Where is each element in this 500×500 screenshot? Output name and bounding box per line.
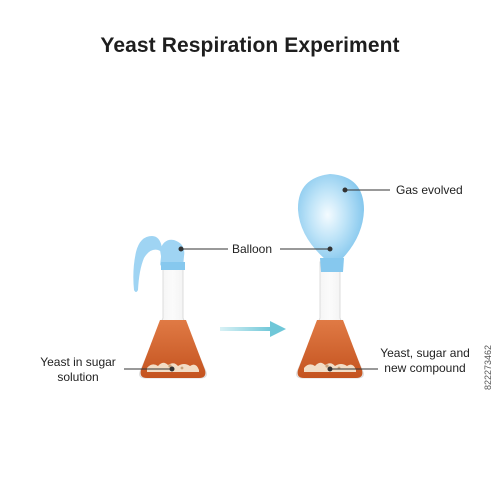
left-flask-liquid (140, 320, 206, 378)
leader-lines (124, 187, 390, 372)
page-title: Yeast Respiration Experiment (100, 34, 400, 57)
process-arrow (220, 321, 286, 337)
right-flask-liquid (297, 320, 363, 378)
label-left-flask: Yeast in sugar solution (40, 355, 116, 384)
right-balloon (297, 174, 364, 272)
left-flask (139, 261, 207, 379)
label-balloon: Balloon (232, 242, 273, 256)
label-gas-evolved: Gas evolved (396, 183, 463, 197)
label-right-flask: Yeast, sugar and new compound (380, 346, 470, 375)
right-flask (296, 261, 364, 379)
stock-id: 822273462 (483, 344, 493, 390)
left-balloon (133, 236, 185, 292)
